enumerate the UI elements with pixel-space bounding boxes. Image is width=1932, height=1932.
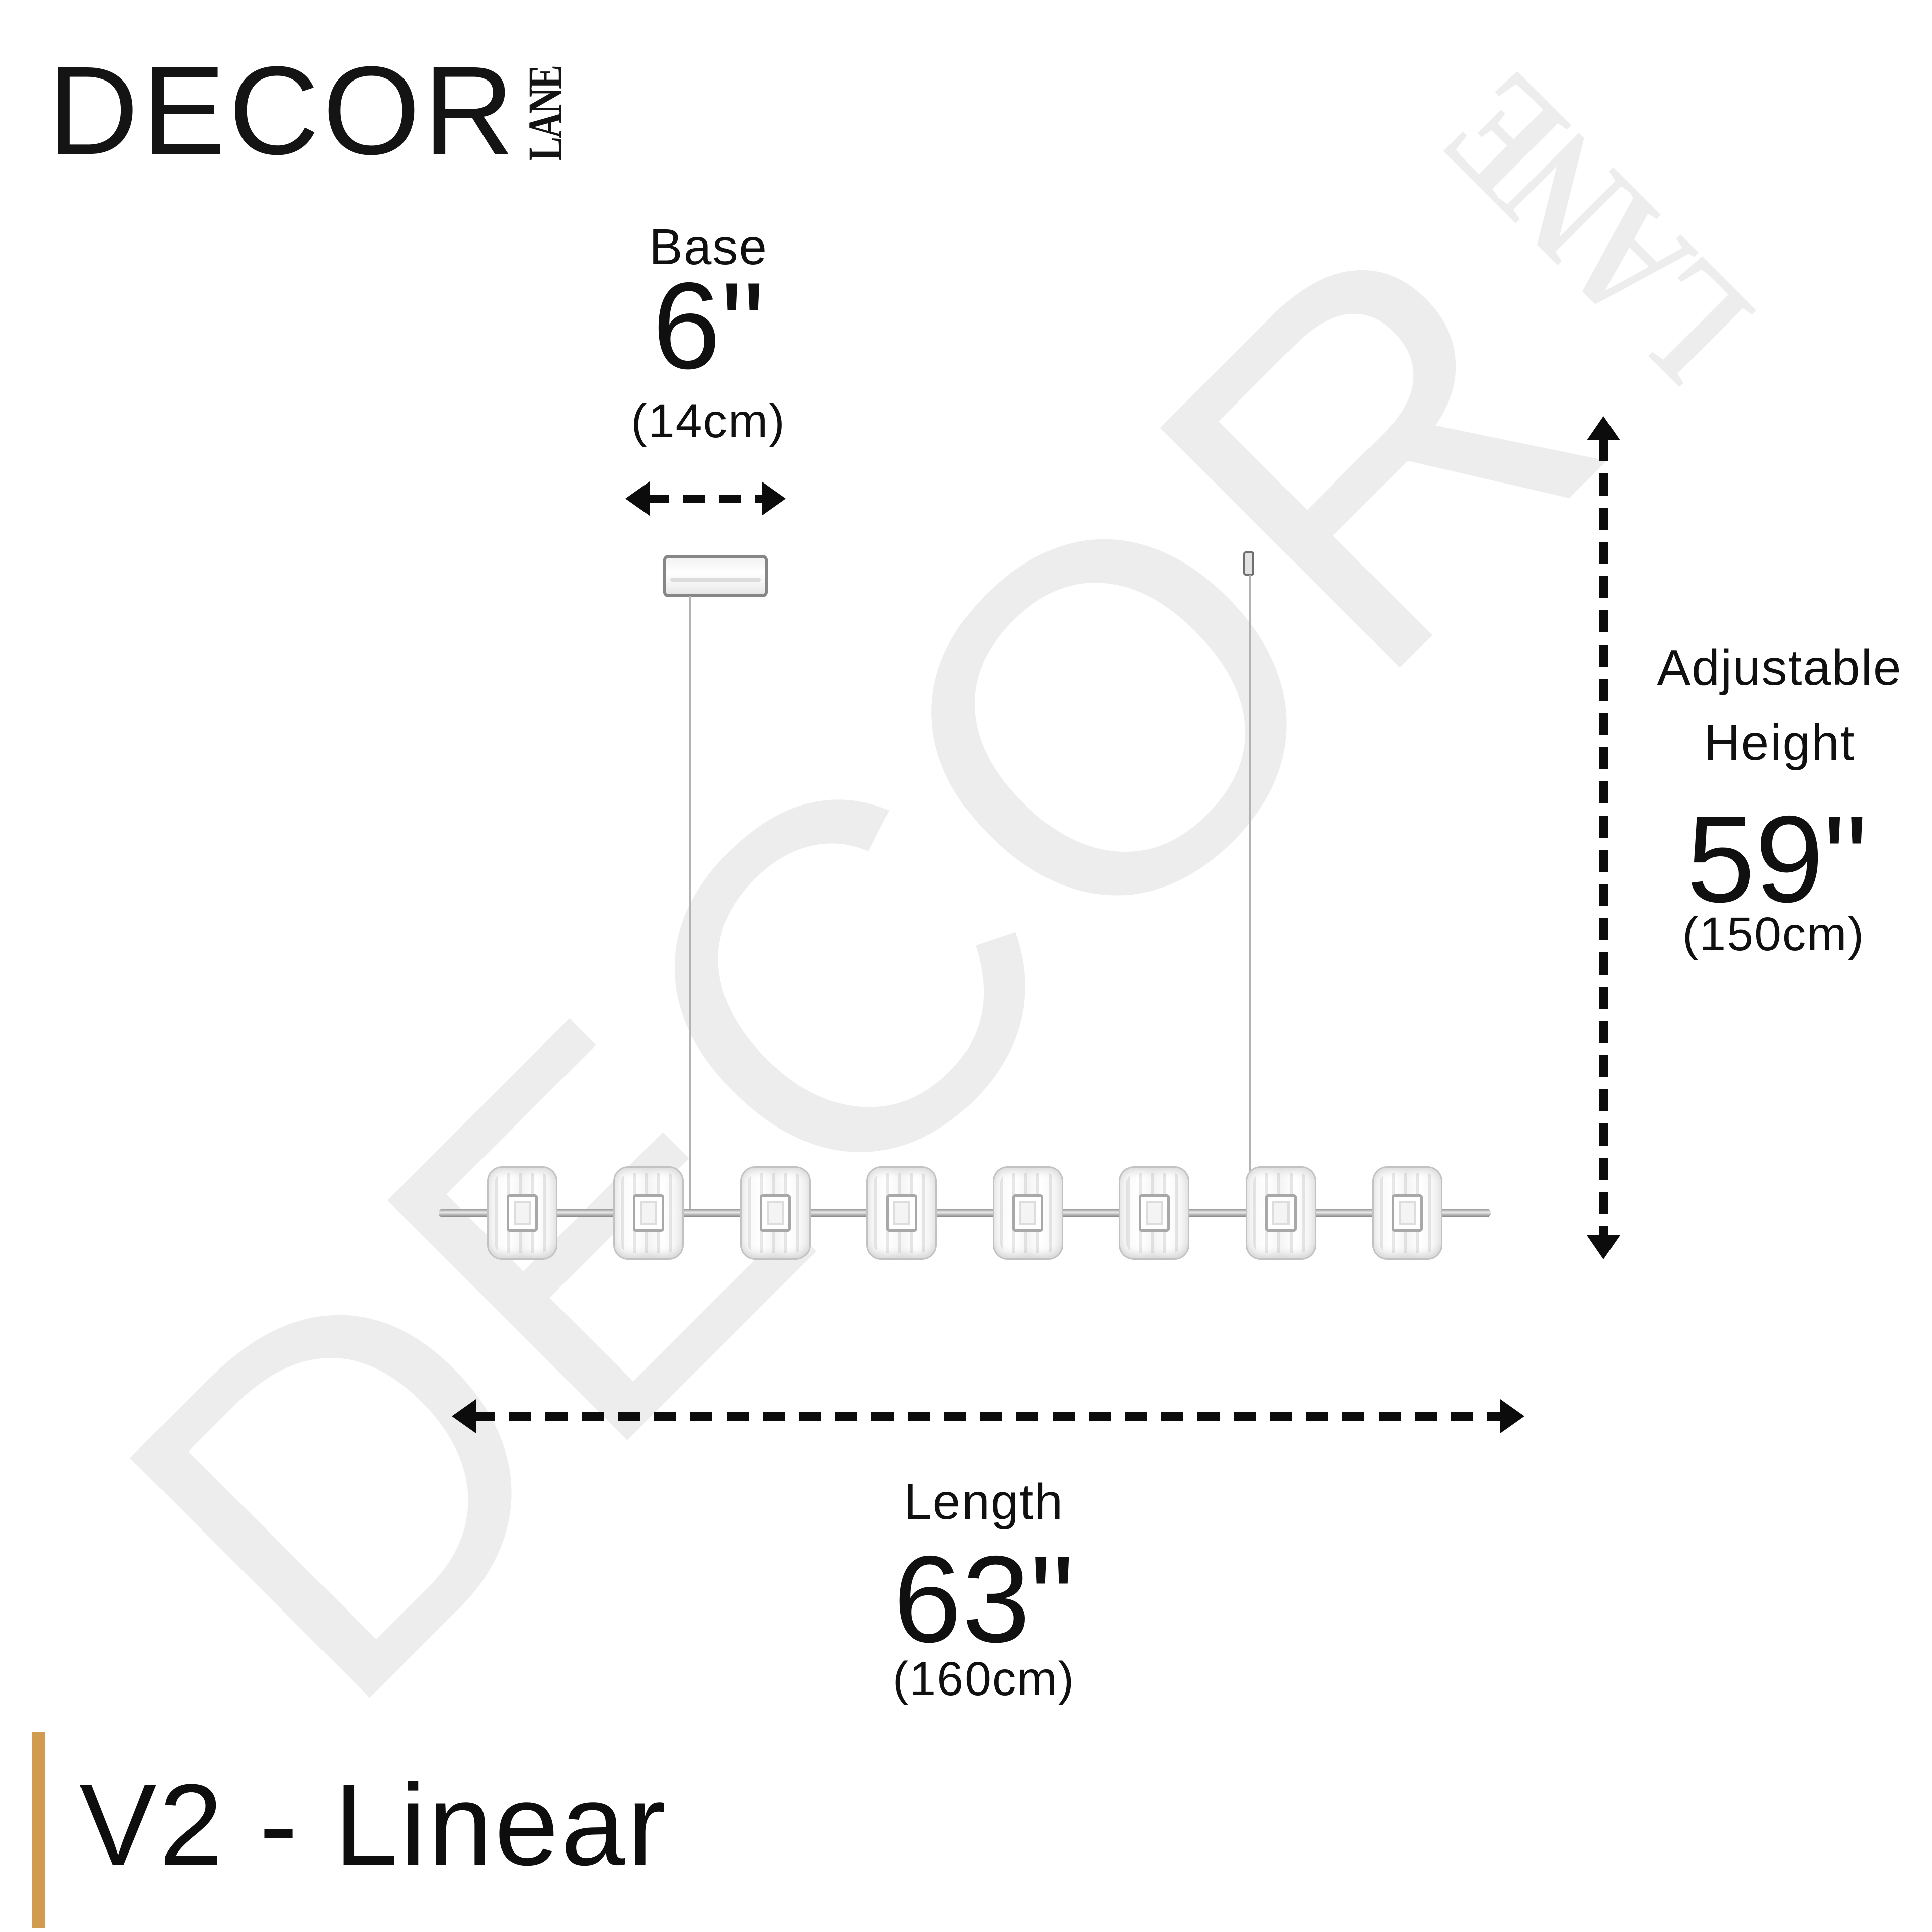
arrowhead-left-icon xyxy=(452,1399,476,1433)
length-arrow xyxy=(452,1399,1524,1433)
length-dimension-metric: (160cm) xyxy=(892,1652,1075,1706)
arrowhead-left-icon xyxy=(625,481,650,516)
arrowhead-down-icon xyxy=(1587,1235,1620,1259)
shade-inner-crystal xyxy=(759,1194,791,1232)
suspension-wire-right xyxy=(1249,575,1251,1212)
gold-accent-bar xyxy=(32,1732,45,1928)
arrowhead-right-icon xyxy=(1500,1399,1524,1433)
length-dimension-inches: 63" xyxy=(893,1530,1074,1668)
shade-inner-crystal xyxy=(1391,1194,1423,1232)
variant-title: V2 - Linear xyxy=(79,1760,668,1889)
dashed-line xyxy=(647,495,765,503)
arrowhead-up-icon xyxy=(1587,416,1620,440)
base-dimension-label: Base xyxy=(649,219,768,275)
shade-inner-crystal xyxy=(633,1194,665,1232)
height-dimension-label-line1: Adjustable xyxy=(1657,639,1902,696)
glass-shade xyxy=(1245,1166,1316,1260)
logo-decor-text: DECOR xyxy=(48,40,517,181)
dashed-line xyxy=(473,1412,1503,1421)
dashed-line xyxy=(1599,439,1608,1236)
shade-inner-crystal xyxy=(507,1194,538,1232)
suspension-wire-left xyxy=(689,596,691,1212)
base-dimension-metric: (14cm) xyxy=(631,394,786,448)
glass-shade xyxy=(613,1166,684,1260)
height-dimension-metric: (150cm) xyxy=(1682,908,1865,961)
watermark-decor-text: DECOR xyxy=(25,123,1703,1801)
length-dimension-label: Length xyxy=(904,1474,1064,1530)
shade-inner-crystal xyxy=(1265,1194,1297,1232)
shade-inner-crystal xyxy=(886,1194,917,1232)
height-dimension-label-line2: Height xyxy=(1704,714,1856,771)
base-dimension-inches: 6" xyxy=(652,257,765,394)
wire-connector xyxy=(1243,551,1254,576)
glass-shade xyxy=(993,1166,1064,1260)
height-dimension-inches: 59" xyxy=(1686,790,1868,928)
glass-shade xyxy=(487,1166,557,1260)
glass-shade xyxy=(1119,1166,1190,1260)
fixture-shades xyxy=(487,1166,1442,1260)
shade-inner-crystal xyxy=(1012,1194,1044,1232)
logo-lane-text: LANE xyxy=(518,66,572,161)
glass-shade xyxy=(740,1166,811,1260)
fixture-rod xyxy=(439,1209,1491,1217)
adjustable-height-arrow xyxy=(1587,416,1620,1259)
brand-logo: DECOR LANE xyxy=(48,40,572,181)
shade-inner-crystal xyxy=(1139,1194,1170,1232)
glass-shade xyxy=(1372,1166,1442,1260)
arrowhead-right-icon xyxy=(762,481,786,516)
base-width-arrow xyxy=(625,481,786,516)
glass-shade xyxy=(866,1166,937,1260)
ceiling-canopy xyxy=(663,555,768,597)
